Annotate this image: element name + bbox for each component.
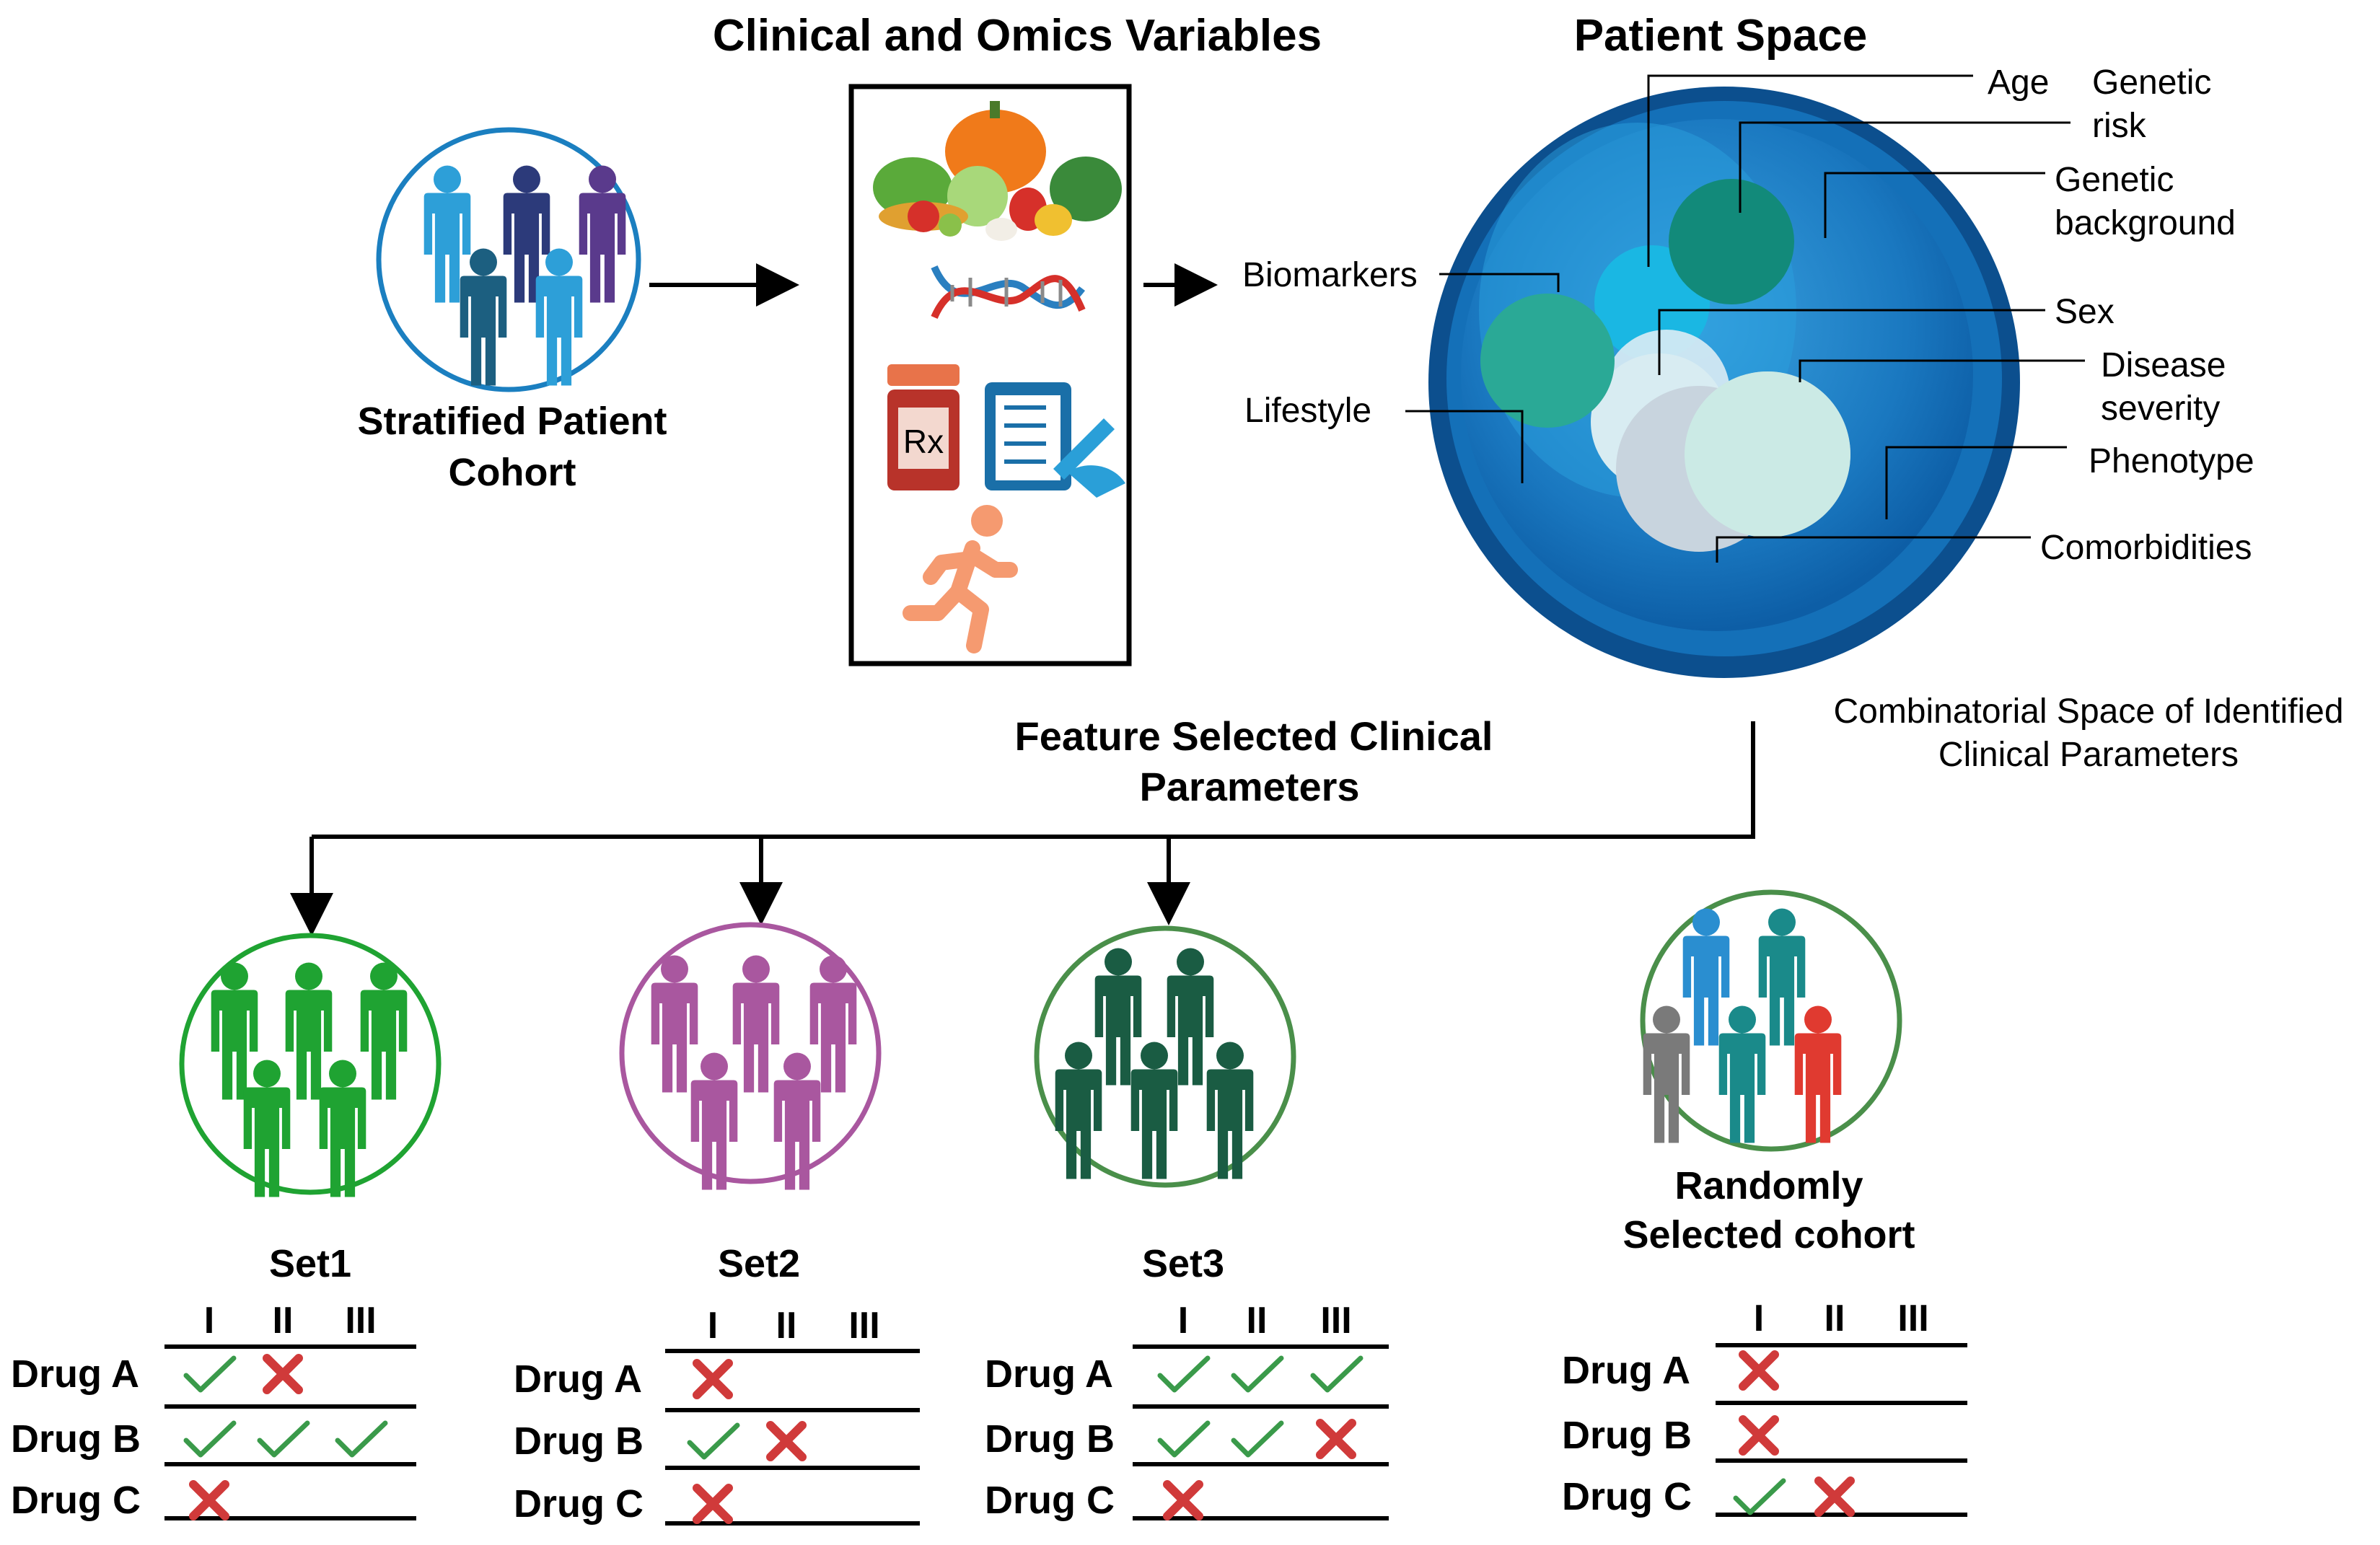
cross-icon [1163,1480,1203,1520]
set2-drug-name: Drug C [514,1482,644,1526]
cross-icon [1316,1419,1356,1459]
rx-symbol: Rx [903,423,944,460]
connector-to-sets [290,721,1755,936]
cross-icon [1739,1350,1779,1391]
set3-label: Set3 [1142,1242,1224,1285]
leader-lines [1405,74,2085,563]
check-icon [1157,1420,1211,1458]
set3-cohort-icon [1034,925,1296,1188]
stratified-cohort-icon [376,127,641,392]
combinatorial-caption-2: Clinical Parameters [1938,736,2239,774]
sphere-labels: Age Genetic risk Genetic background Sex … [1242,63,2254,567]
set1-drug-name: Drug C [11,1479,141,1522]
patient-space-title: Patient Space [1574,11,1868,61]
check-icon [1310,1355,1364,1393]
check-icon [1733,1478,1786,1515]
check-icon [1157,1355,1211,1393]
label-genetic-bg-2: background [2055,204,2236,242]
set1-drug-name: Drug A [11,1352,139,1396]
set2-drug-name: Drug B [514,1419,644,1463]
running-person-icon [903,505,1018,653]
check-icon [687,1422,740,1460]
check-icon [183,1355,237,1393]
clinical-omics-title: Clinical and Omics Variables [713,11,1322,61]
check-icon [1231,1420,1284,1458]
dna-icon [931,265,1086,320]
random-phase-header: III [1897,1298,1928,1339]
cross-icon [1739,1415,1779,1456]
label-phenotype: Phenotype [2089,442,2254,480]
random-cohort-label-2: Selected cohort [1622,1213,1915,1256]
label-disease-2: severity [2101,389,2220,428]
cross-icon [189,1480,229,1520]
feature-selected-title-1: Feature Selected Clinical [1015,713,1493,759]
label-genetic-risk-2: risk [2092,107,2147,145]
random-drug-name: Drug A [1562,1349,1690,1392]
check-icon [335,1420,388,1458]
check-icon [257,1420,310,1458]
cross-icon [263,1354,303,1394]
rx-bottle-icon: Rx [887,364,960,490]
label-lifestyle: Lifestyle [1244,392,1371,430]
label-genetic-bg-1: Genetic [2055,161,2174,199]
vegetables-icon [873,101,1122,241]
checklist-icon [985,382,1125,498]
random-phase-header: I [1754,1298,1764,1339]
set1-label: Set1 [269,1242,351,1285]
cross-icon [766,1421,807,1461]
label-comorbidities: Comorbidities [2040,529,2252,567]
check-icon [183,1420,237,1458]
check-icon [1231,1355,1284,1393]
label-disease-1: Disease [2101,346,2226,384]
cross-icon [693,1484,733,1524]
stratified-cohort-label-2: Cohort [449,451,576,494]
set1-phase-header: I [204,1300,214,1342]
set3-phase-header: III [1320,1300,1351,1342]
set1-drug-name: Drug B [11,1417,141,1461]
random-cohort-label-1: Randomly [1674,1164,1863,1207]
stratified-cohort-label-1: Stratified Patient [357,400,667,443]
set3-drug-name: Drug C [985,1479,1115,1522]
random-cohort-icon [1640,889,1902,1152]
random-phase-header: II [1824,1298,1845,1339]
set3-drug-name: Drug A [985,1352,1113,1396]
label-age: Age [1988,63,2049,102]
set2-label: Set2 [718,1242,800,1285]
cross-icon [1814,1476,1855,1517]
set2-phase-header: II [776,1305,797,1347]
set3-drug-name: Drug B [985,1417,1115,1461]
set3-phase-header: II [1247,1300,1268,1342]
random-drug-name: Drug B [1562,1414,1692,1457]
variables-box [848,84,1132,666]
set2-phase-header: III [848,1305,879,1347]
random-drug-name: Drug C [1562,1475,1692,1518]
cross-icon [693,1359,733,1399]
set2-cohort-icon [619,922,882,1190]
patient-space-sphere [1428,87,2020,678]
feature-selected-title-2: Parameters [1139,764,1359,809]
label-genetic-risk-1: Genetic [2092,63,2211,102]
set2-drug-name: Drug A [514,1357,642,1401]
label-sex: Sex [2055,293,2115,331]
set2-phase-header: I [708,1305,718,1347]
label-biomarkers: Biomarkers [1242,256,1418,294]
set1-phase-header: III [345,1300,376,1342]
set3-phase-header: I [1178,1300,1188,1342]
set1-phase-header: II [273,1300,294,1342]
combinatorial-caption-1: Combinatorial Space of Identified [1833,692,2343,731]
set1-cohort-icon [179,933,442,1197]
